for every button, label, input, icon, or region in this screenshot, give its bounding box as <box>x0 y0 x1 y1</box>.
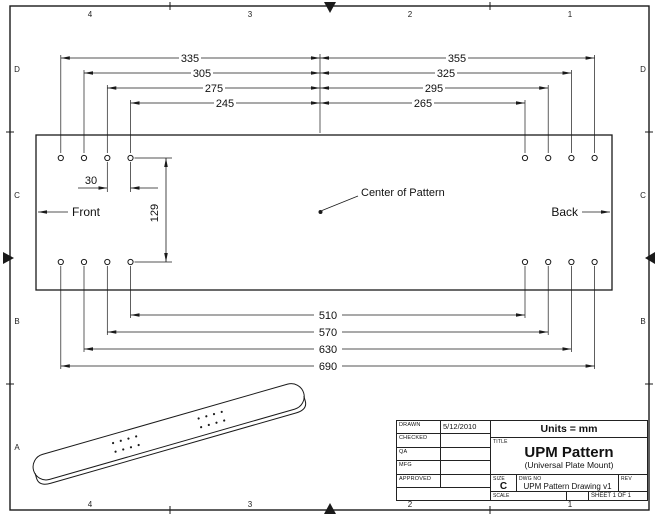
drawing-title: UPM Pattern <box>524 444 614 461</box>
title-block-signoff: DRAWN 5/12/2010 CHECKED QA MFG APPROVED <box>397 421 491 500</box>
size-dwg-rev-row: SIZE C DWG NO UPM Pattern Drawing v1 REV <box>491 475 647 492</box>
isometric-view <box>32 383 307 485</box>
size-label: SIZE <box>493 476 505 482</box>
back-label: Back <box>551 205 579 219</box>
zone-right-c: C <box>640 191 646 200</box>
units-note: Units = mm <box>491 421 647 438</box>
center-of-pattern-mark <box>318 210 323 214</box>
zone-right-d: D <box>640 65 646 74</box>
zone-top-1: 1 <box>568 10 573 19</box>
signoff-row: APPROVED <box>397 474 490 488</box>
zone-bottom-2: 2 <box>408 500 413 509</box>
zone-left-a: A <box>14 443 20 452</box>
size-value: C <box>499 481 508 492</box>
dim-510: 510 <box>319 310 337 322</box>
center-arrow-top-icon <box>324 2 336 13</box>
dim-570: 570 <box>319 327 337 339</box>
qa-value <box>441 448 490 460</box>
checked-label: CHECKED <box>397 434 441 447</box>
signoff-row-empty <box>397 488 490 500</box>
dimension-lines-small <box>78 158 168 262</box>
mfg-value <box>441 461 490 473</box>
dim-265: 265 <box>414 98 432 110</box>
dim-690: 690 <box>319 361 337 373</box>
dwg-no-value: UPM Pattern Drawing v1 <box>523 482 612 491</box>
mfg-label: MFG <box>397 461 441 474</box>
dwg-cell: DWG NO UPM Pattern Drawing v1 <box>517 475 619 491</box>
approved-value <box>441 475 490 487</box>
title-label: TITLE <box>493 439 508 445</box>
leader-lines <box>38 195 610 214</box>
zone-top-4: 4 <box>88 10 93 19</box>
dimension-lines-bottom <box>60 313 595 368</box>
zone-bottom-4: 4 <box>88 500 93 509</box>
front-label: Front <box>72 205 101 219</box>
dim-275: 275 <box>205 83 223 95</box>
center-arrow-right-icon <box>645 252 655 264</box>
signoff-row: QA <box>397 447 490 462</box>
rev-cell: REV <box>619 475 647 491</box>
dim-245: 245 <box>216 98 234 110</box>
plate-outline <box>35 134 613 291</box>
center-arrow-bottom-icon <box>324 503 336 514</box>
scale-label: SCALE <box>491 492 567 500</box>
dim-30: 30 <box>85 175 97 187</box>
sheet-label: SHEET 1 OF 1 <box>591 493 631 499</box>
drawing-subtitle: (Universal Plate Mount) <box>524 459 614 470</box>
zone-bottom-1: 1 <box>568 500 573 509</box>
scale-sheet-row: SCALE SHEET 1 OF 1 <box>491 492 647 500</box>
zone-left-c: C <box>14 191 20 200</box>
title-block: DRAWN 5/12/2010 CHECKED QA MFG APPROVED … <box>396 420 648 501</box>
zone-labels: 4 3 2 1 4 3 2 1 D C B A D C B A <box>14 10 646 509</box>
dim-129: 129 <box>149 204 161 222</box>
sheet-center-arrows <box>3 2 655 514</box>
dim-325: 325 <box>437 68 455 80</box>
dim-295: 295 <box>425 83 443 95</box>
signoff-row: DRAWN 5/12/2010 <box>397 421 490 435</box>
scale-spacer <box>567 492 589 500</box>
zone-left-d: D <box>14 65 20 74</box>
signoff-row: MFG <box>397 461 490 475</box>
zone-right-b: B <box>640 317 645 326</box>
dim-630: 630 <box>319 344 337 356</box>
qa-label: QA <box>397 447 441 461</box>
approved-label: APPROVED <box>397 474 441 487</box>
zone-left-b: B <box>14 317 19 326</box>
rev-label: REV <box>621 476 632 482</box>
drawn-label: DRAWN <box>397 421 441 434</box>
mounting-holes <box>57 154 598 266</box>
dim-305: 305 <box>193 68 211 80</box>
isometric-holes <box>111 410 226 453</box>
title-cell: TITLE UPM Pattern (Universal Plate Mount… <box>491 438 647 475</box>
size-cell: SIZE C <box>491 475 517 492</box>
center-arrow-left-icon <box>3 252 14 264</box>
center-of-pattern-label: Center of Pattern <box>361 187 445 199</box>
dim-335: 335 <box>181 53 199 65</box>
drawn-date: 5/12/2010 <box>443 422 477 431</box>
dim-355: 355 <box>448 53 466 65</box>
title-block-main: Units = mm TITLE UPM Pattern (Universal … <box>491 421 647 500</box>
zone-bottom-3: 3 <box>248 500 253 509</box>
dwg-no-label: DWG NO <box>519 476 542 482</box>
zone-top-2: 2 <box>408 10 413 19</box>
extension-lines <box>60 54 595 369</box>
signoff-row: CHECKED <box>397 434 490 448</box>
checked-value <box>441 434 490 446</box>
zone-top-3: 3 <box>248 10 253 19</box>
dimension-lines-top <box>60 56 595 105</box>
